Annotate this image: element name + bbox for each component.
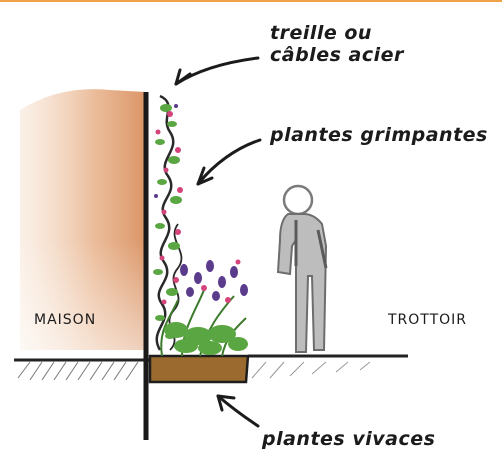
arrow-treille: [176, 58, 258, 84]
label-trottoir: TROTTOIR: [388, 312, 467, 328]
label-maison: MAISON: [34, 312, 96, 328]
label-plantes-vivaces: plantes vivaces: [262, 428, 435, 450]
wall-fade: [15, 240, 147, 350]
planter-soil: [150, 356, 248, 382]
ground-hatch-right: [252, 362, 370, 378]
ground-hatch-left: [18, 362, 138, 380]
arrow-grimpantes: [198, 140, 260, 184]
pedestrian-figure: [278, 186, 326, 352]
arrow-vivaces: [218, 396, 258, 426]
label-treille: treille ou câbles acier: [270, 22, 404, 66]
label-treille-line1: treille ou: [270, 22, 404, 44]
label-plantes-grimpantes: plantes grimpantes: [270, 124, 488, 146]
label-treille-line2: câbles acier: [270, 44, 404, 66]
